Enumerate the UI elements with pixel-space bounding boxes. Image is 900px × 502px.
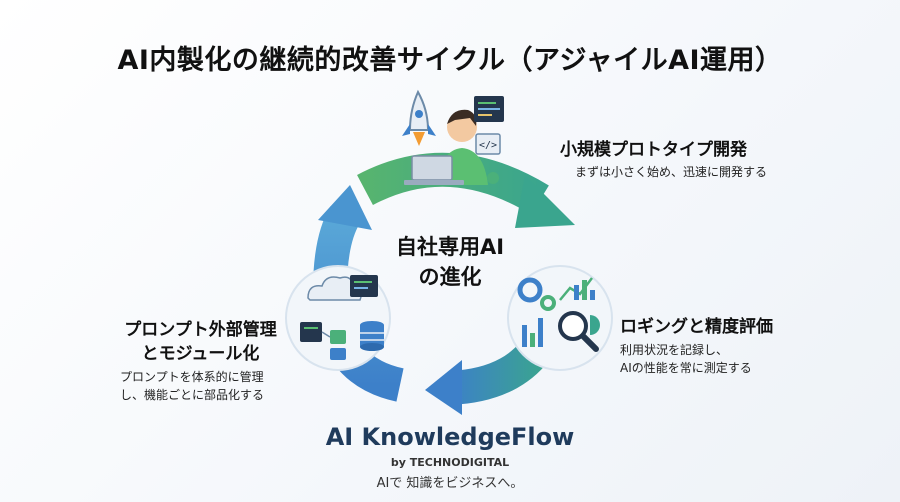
page-title: AI内製化の継続的改善サイクル（アジャイルAI運用）	[117, 45, 783, 76]
step-prompt-heading-2: とモジュール化	[141, 344, 260, 364]
brand-tagline: AIで 知識をビジネスへ。	[376, 476, 524, 491]
center-line-2: の進化	[418, 265, 482, 289]
step-prompt-desc-1: プロンプトを体系的に管理	[120, 370, 264, 384]
code-window-icon: </>	[474, 96, 504, 155]
rocket-icon	[402, 89, 436, 146]
step-prompt-desc-2: し、機能ごとに部品化する	[120, 388, 265, 402]
brand-by: by TECHNODIGITAL	[390, 456, 510, 469]
step-prototype-desc: まずは小さく始め、迅速に開発する	[575, 165, 768, 179]
step-logging-desc-1: 利用状況を記録し、	[620, 343, 729, 357]
svg-text:</>: </>	[479, 140, 497, 151]
developer-icon	[404, 109, 499, 185]
cycle-center-label: 自社専用AI の進化	[370, 232, 530, 292]
cycle-arrowhead-top	[515, 175, 575, 228]
step-logging-heading: ロギングと精度評価	[620, 317, 773, 337]
brand-name: AI KnowledgeFlow	[325, 423, 575, 451]
step-prototype-heading: 小規模プロトタイプ開発	[560, 140, 747, 160]
center-line-1: 自社専用AI	[395, 235, 505, 259]
cycle-arrowhead-left	[318, 185, 372, 230]
cycle-arrowhead-bottom	[425, 360, 462, 415]
step-logging-desc-2: AIの性能を常に測定する	[620, 361, 752, 375]
analytics-icon	[507, 265, 613, 371]
step-prompt-heading-1: プロンプト外部管理	[124, 320, 277, 340]
module-management-icon	[285, 265, 391, 371]
